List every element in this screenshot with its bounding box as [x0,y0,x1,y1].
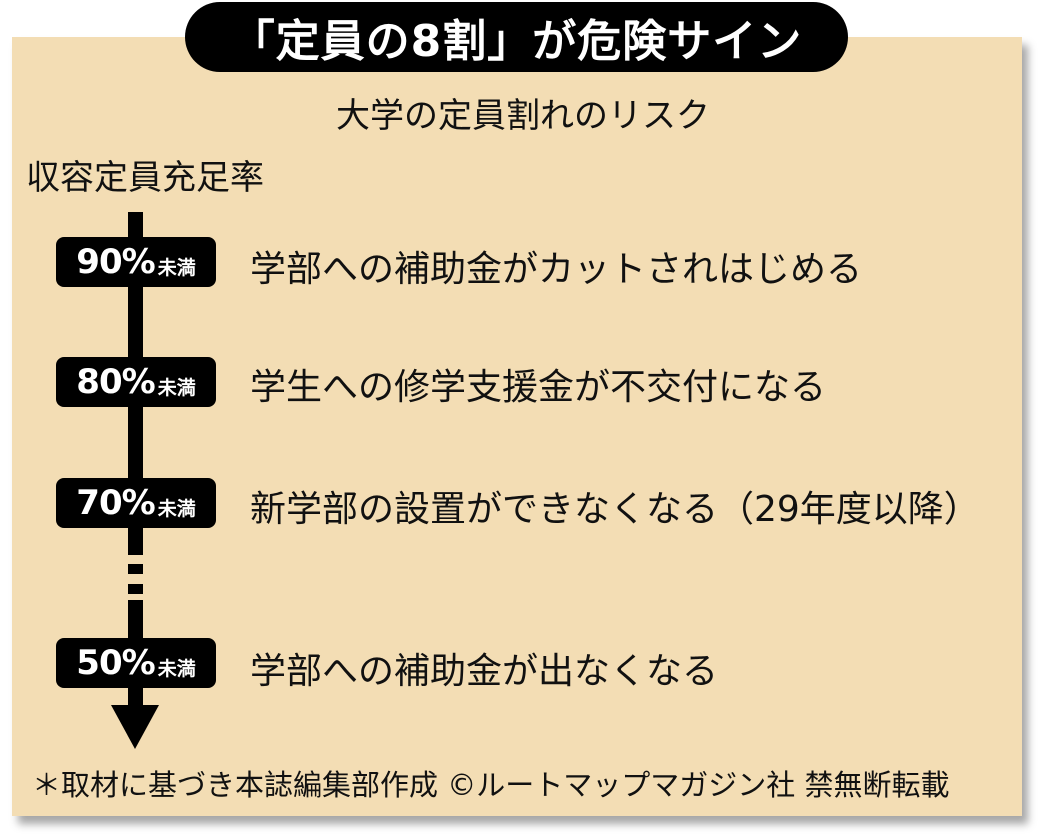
axis-dash [128,584,143,594]
subtitle: 大学の定員割れのリスク [336,96,710,136]
badge-percent: 80% [76,362,155,402]
level-description-90: 学部への補助金がカットされはじめる [250,249,863,290]
title-banner: 「定員の8割」が危険サイン [185,2,848,72]
badge-percent: 70% [76,483,155,523]
badge-suffix: 未満 [157,256,196,279]
level-description-70: 新学部の設置ができなくなる（29年度以降） [250,489,980,530]
level-description-50: 学部への補助金が出なくなる [250,651,719,692]
badge-suffix: 未満 [157,497,196,520]
badge-suffix: 未満 [157,657,196,680]
level-badge-70: 70%未満 [56,478,216,528]
axis-dash [128,564,143,574]
level-description-80: 学生への修学支援金が不交付になる [250,367,827,408]
level-badge-90: 90%未満 [56,237,216,287]
arrow-down-icon [111,705,159,749]
level-badge-80: 80%未満 [56,357,216,407]
badge-suffix: 未満 [157,376,196,399]
badge-percent: 90% [76,242,155,282]
footer-credit: ＊取材に基づき本誌編集部作成 ©ルートマップマガジン社 禁無断転載 [32,768,950,802]
badge-percent: 50% [76,643,155,683]
axis-label: 収容定員充足率 [26,158,264,198]
level-badge-50: 50%未満 [56,638,216,688]
